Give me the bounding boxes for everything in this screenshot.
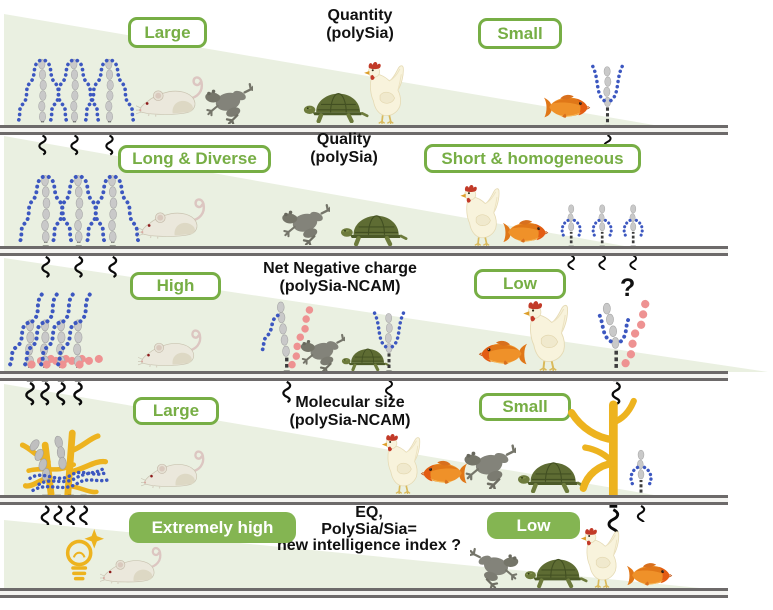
row-size-left-label: Large bbox=[133, 397, 219, 425]
turtle-icon bbox=[303, 87, 369, 123]
mouse-icon bbox=[136, 74, 208, 120]
row-quantity-left-label: Large bbox=[128, 17, 207, 48]
polysia-ncam-short-icon bbox=[620, 445, 662, 522]
membrane-4 bbox=[0, 495, 728, 505]
row-quality-left-label: Long & Diverse bbox=[118, 145, 271, 173]
membrane-1 bbox=[0, 125, 728, 135]
row-eq-title-line2: PolySia/Sia= bbox=[321, 520, 417, 538]
row-quality-title-line2: (polySia) bbox=[310, 148, 378, 166]
membrane-2 bbox=[0, 246, 728, 256]
frog-icon bbox=[201, 80, 253, 124]
row-charge-left-label: High bbox=[130, 272, 221, 300]
mouse-icon bbox=[138, 196, 210, 242]
row-quantity-title-line2: (polySia) bbox=[326, 24, 394, 42]
membrane-5 bbox=[0, 588, 728, 598]
row-size-right-label: Small bbox=[479, 393, 571, 421]
row-size-title-line1: Molecular size bbox=[295, 394, 405, 411]
polysia-ncam-short-icon bbox=[614, 200, 652, 270]
goldfish-icon bbox=[626, 562, 673, 588]
frog-icon bbox=[278, 201, 330, 245]
chicken-icon bbox=[458, 184, 506, 246]
mouse-icon bbox=[100, 545, 166, 587]
polysia-ncam-charged-icon bbox=[42, 291, 114, 411]
row-charge-title-line2: (polySia-NCAM) bbox=[279, 277, 401, 295]
polysia-ncam-icon bbox=[359, 304, 419, 404]
polysia-ncam-large-complex-icon bbox=[18, 427, 116, 525]
row-quality-title: Quality (polySia) bbox=[244, 131, 444, 166]
row-eq-title-line1: EQ, bbox=[355, 504, 383, 521]
chicken-icon bbox=[521, 300, 575, 371]
row-quantity-right-label: Small bbox=[478, 18, 562, 49]
row-eq-left-label: Extremely high bbox=[129, 512, 296, 543]
row-quantity-title-line1: Quantity bbox=[327, 7, 393, 24]
row-quality-right-label: Short & homogeneous bbox=[424, 144, 641, 173]
chicken-icon bbox=[578, 527, 626, 588]
row-charge-right-label: Low bbox=[474, 269, 566, 299]
row-eq-title-line3: new intelligence index ? bbox=[276, 537, 462, 554]
goldfish-icon bbox=[502, 218, 549, 246]
row-size-title-line2: (polySia-NCAM) bbox=[289, 411, 411, 429]
light-bulb-icon bbox=[65, 528, 104, 585]
mouse-icon bbox=[138, 327, 206, 371]
row-quantity-title: Quantity (polySia) bbox=[260, 7, 460, 42]
row-size-title: Molecular size (polySia-NCAM) bbox=[240, 394, 460, 429]
row-charge-title-line1: Net Negative charge bbox=[263, 260, 417, 277]
row-charge-title: Net Negative charge (polySia-NCAM) bbox=[230, 260, 450, 295]
mouse-icon bbox=[141, 448, 209, 492]
turtle-icon bbox=[340, 209, 408, 246]
frog-icon bbox=[460, 441, 516, 489]
chicken-icon bbox=[362, 61, 410, 124]
membrane-3 bbox=[0, 371, 728, 381]
frog-icon bbox=[470, 545, 524, 588]
polysia-ncam-icon bbox=[79, 171, 147, 283]
frog-icon bbox=[297, 331, 345, 372]
row-quality-title-line1: Quality bbox=[316, 131, 372, 148]
question-mark: ? bbox=[620, 274, 636, 302]
row-eq-title: EQ, PolySia/Sia= new intelligence index … bbox=[259, 504, 479, 555]
row-eq-right-label: Low bbox=[487, 512, 580, 539]
